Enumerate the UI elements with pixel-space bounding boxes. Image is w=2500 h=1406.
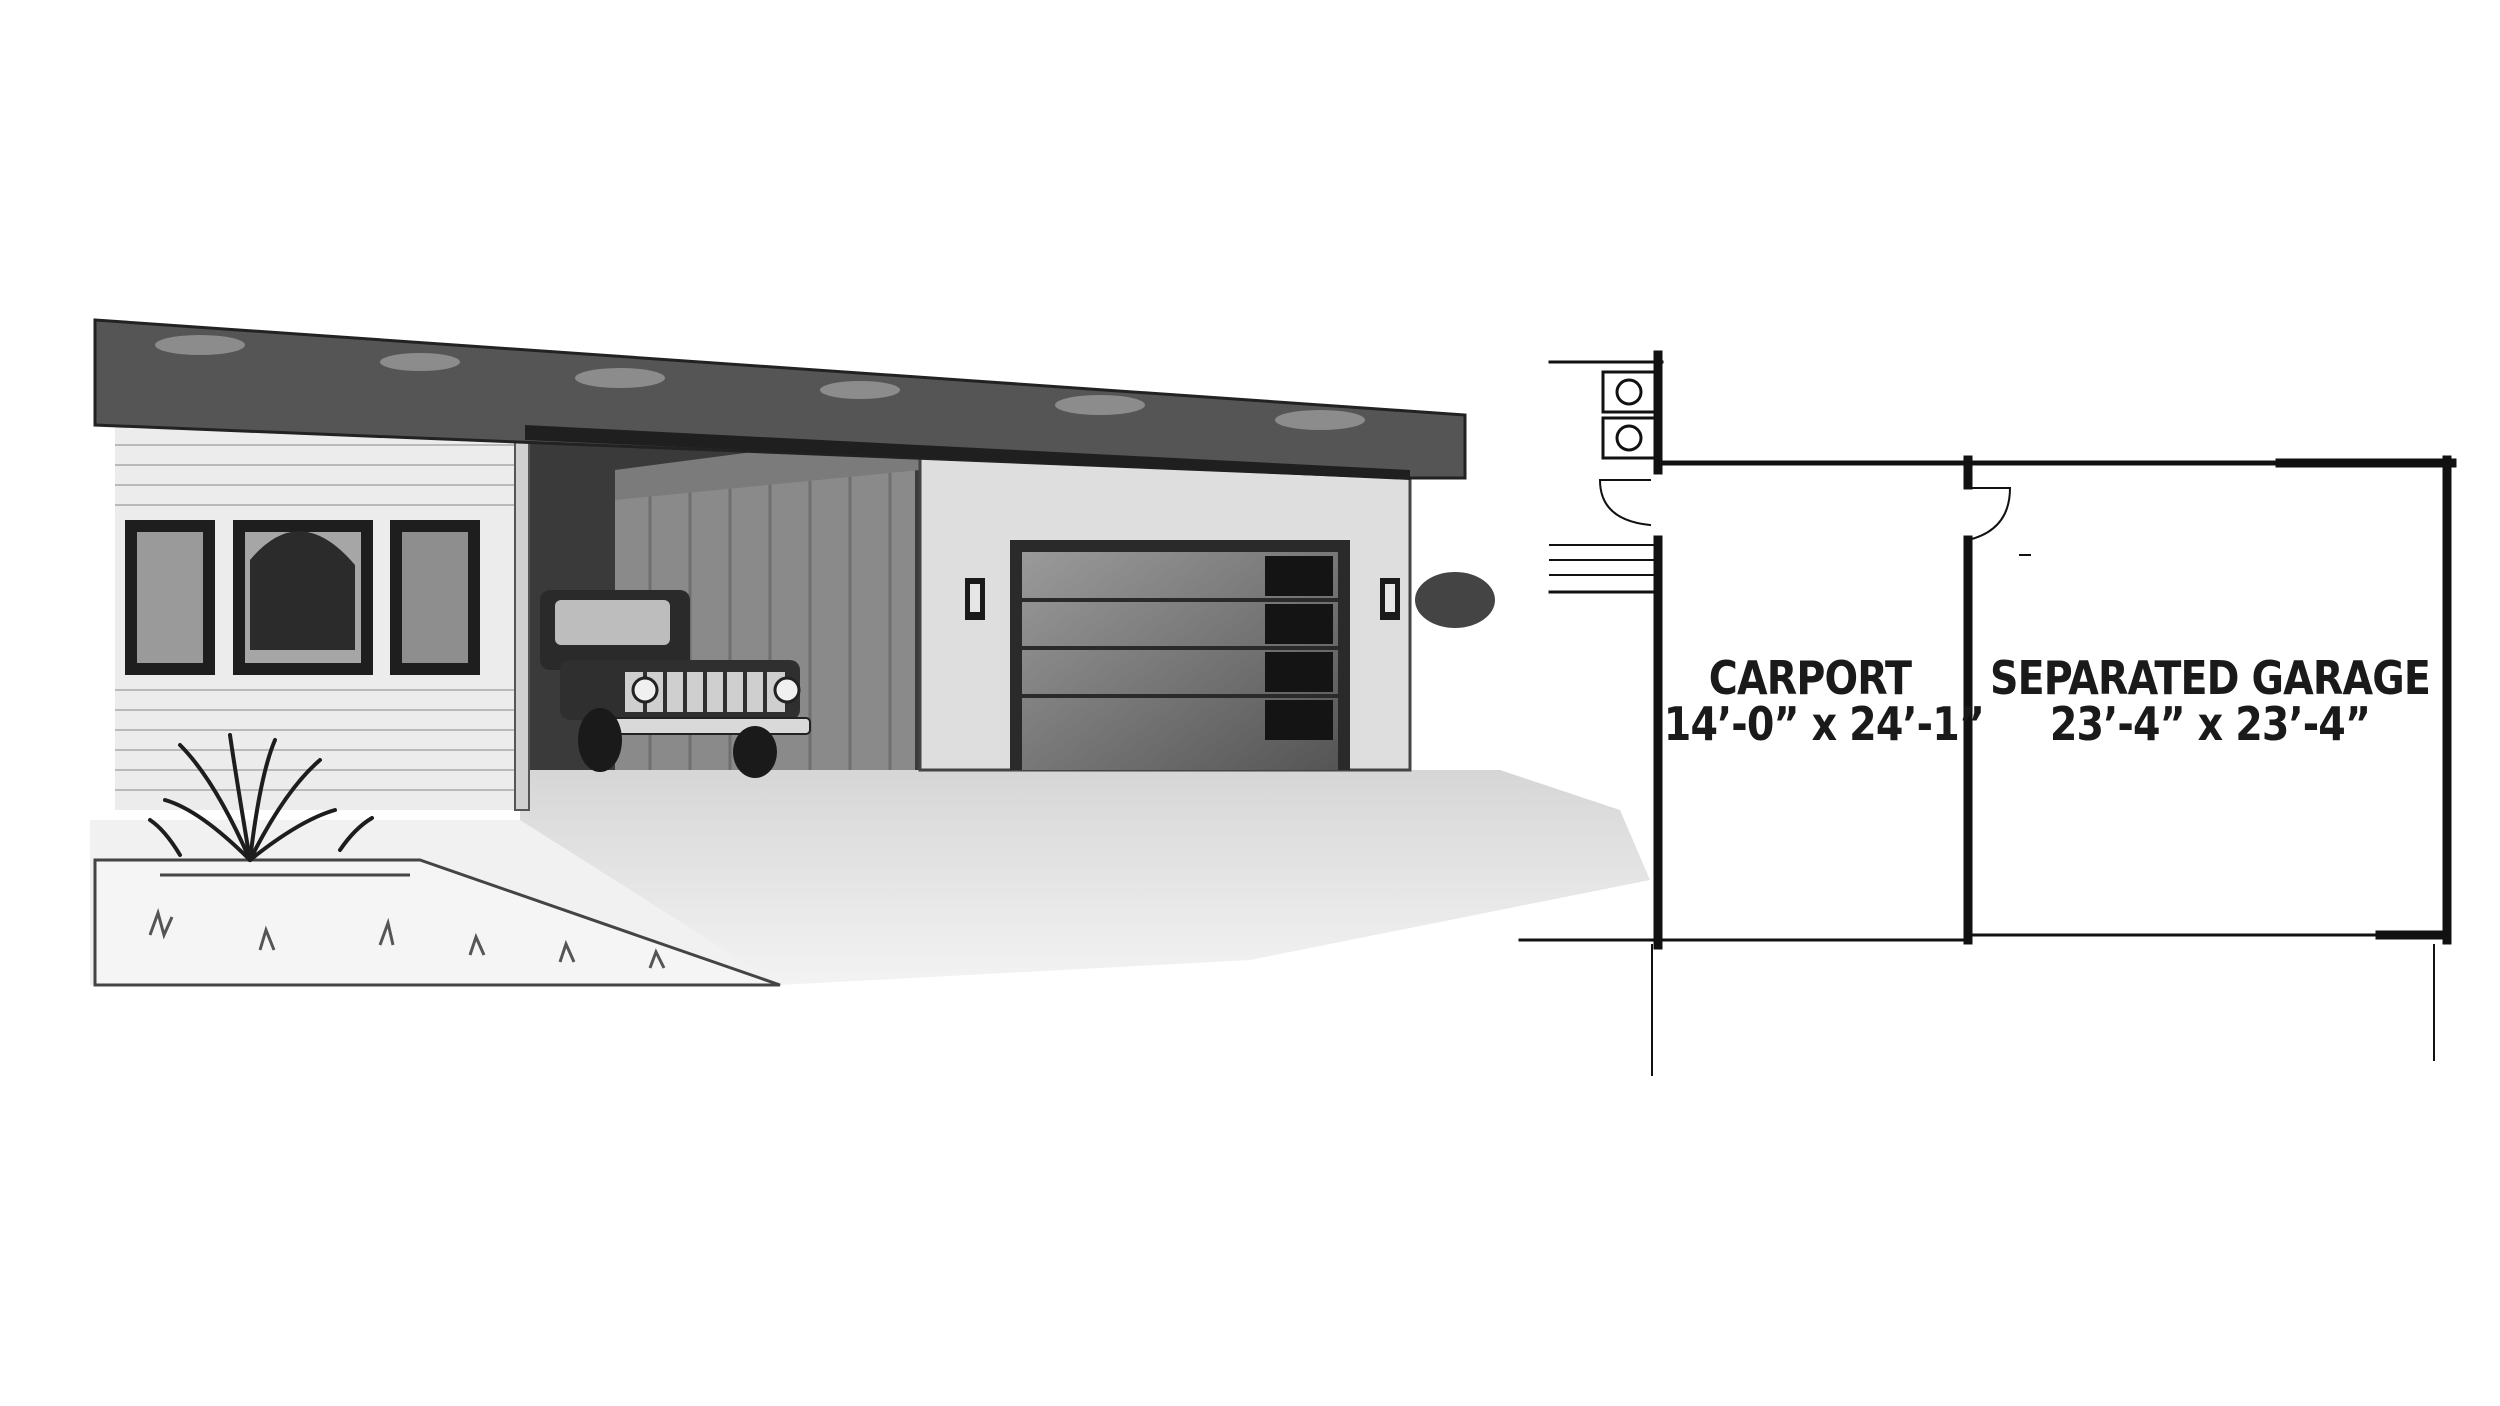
truck-window — [555, 600, 670, 645]
roof-texture — [155, 335, 1365, 430]
garage-door-panels — [1022, 598, 1338, 698]
roof-underside — [525, 425, 1410, 480]
carport-name: CARPORT — [1708, 651, 1912, 705]
house-wing — [93, 424, 781, 987]
laundry-appliances — [1601, 370, 1657, 460]
carport-label: CARPORT 14’-0” x 24’-1” — [1663, 651, 1985, 751]
shrub — [1415, 572, 1495, 628]
ornamental-grass — [148, 733, 374, 862]
grass-tufts — [148, 908, 666, 969]
wall-lantern-left — [965, 578, 985, 620]
garage-door-swing — [1966, 487, 2012, 542]
garage-building — [918, 448, 1412, 772]
floor-plan — [1518, 350, 2457, 1076]
truck-wheel-right — [733, 726, 777, 778]
wall-lantern-right — [1380, 578, 1400, 620]
truck-wheel-front — [578, 708, 622, 772]
planter — [93, 858, 781, 987]
carport-dimensions: 14’-0” x 24’-1” — [1663, 697, 1985, 751]
windows — [125, 520, 480, 675]
pickup-truck — [540, 590, 811, 778]
house-entry-steps — [1549, 544, 1659, 576]
house-edge — [514, 424, 530, 811]
driveway — [520, 770, 1650, 985]
truck-headlight-right — [773, 676, 801, 704]
garage-door-window-strip — [1265, 556, 1333, 740]
garage-name: SEPARATED GARAGE — [1989, 651, 2431, 705]
siding-lines — [115, 444, 525, 791]
truck-bumper — [609, 717, 811, 735]
house-illustration — [90, 318, 1650, 987]
garage-dimensions: 23’-4” x 23’-4” — [2049, 697, 2371, 751]
house-door-swing — [1598, 478, 1652, 527]
truck-headlight-left — [631, 676, 659, 704]
garage-label: SEPARATED GARAGE 23’-4” x 23’-4” — [1969, 655, 2451, 747]
